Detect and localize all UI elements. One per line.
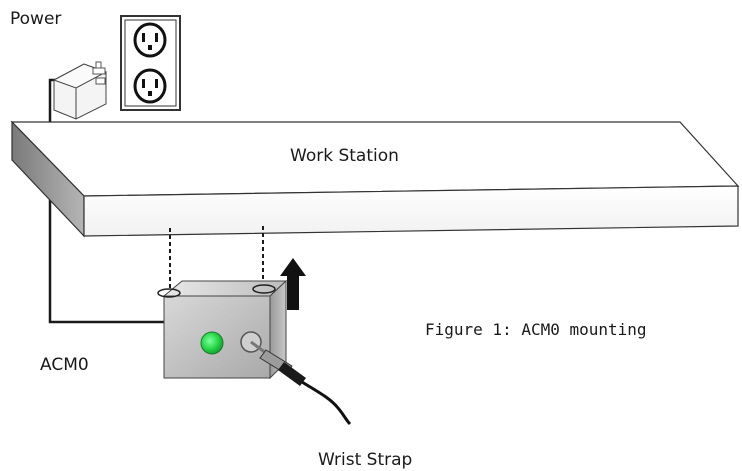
work-station-table bbox=[10, 120, 740, 238]
acm0-box bbox=[157, 279, 288, 380]
figure-caption: Figure 1: ACM0 mounting bbox=[425, 320, 647, 339]
duplex-power-outlet-icon bbox=[120, 15, 181, 111]
power-label: Power bbox=[10, 9, 62, 29]
acm0-label: ACM0 bbox=[40, 355, 89, 375]
power-adapter-icon bbox=[52, 61, 108, 120]
wrist-strap-label: Wrist Strap bbox=[318, 450, 413, 470]
up-arrow-icon bbox=[280, 258, 306, 310]
work-station-label: Work Station bbox=[290, 146, 399, 166]
wrist-strap-cord bbox=[250, 340, 352, 426]
indicator-led bbox=[200, 331, 224, 355]
